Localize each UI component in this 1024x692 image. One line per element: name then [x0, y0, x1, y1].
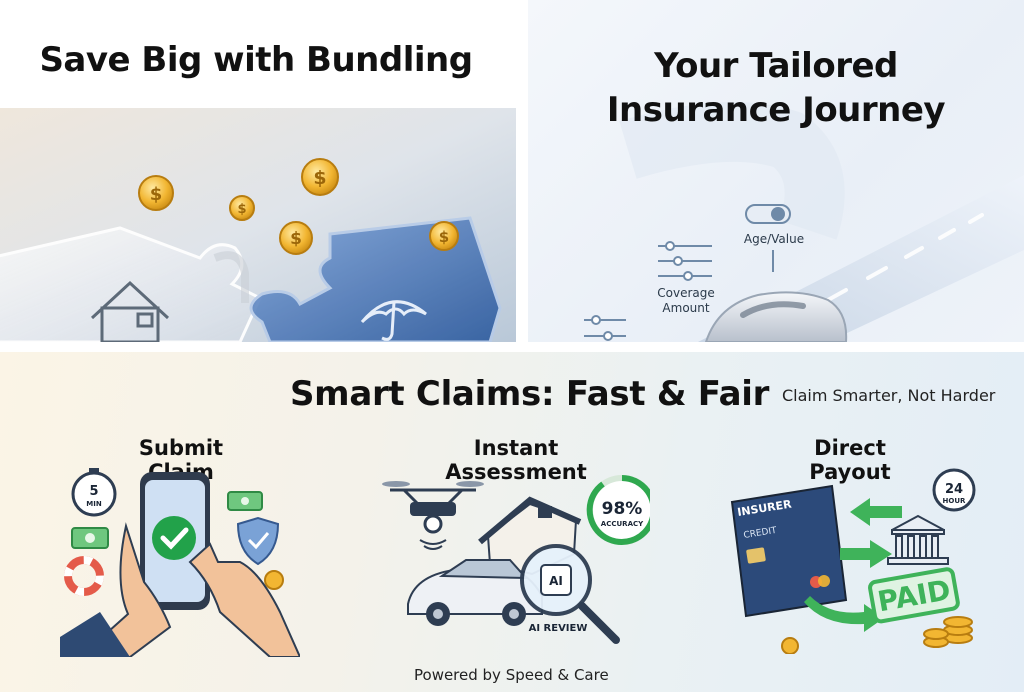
submit-claim-illustration: 5 MIN	[60, 468, 300, 657]
coin-icon	[264, 570, 284, 590]
svg-text:ACCURACY: ACCURACY	[601, 520, 644, 528]
accuracy-gauge: 98% ACCURACY	[586, 475, 650, 545]
journey-title-line1: Your Tailored	[654, 46, 898, 86]
credit-card-icon: INSURER CREDIT	[730, 484, 848, 618]
step-assess-title: Instant Assessment	[445, 436, 587, 484]
svg-text:$: $	[150, 184, 163, 205]
claims-tagline: Claim Smarter, Not Harder	[782, 386, 996, 405]
svg-text:98%: 98%	[602, 499, 643, 519]
drone-icon	[382, 481, 484, 550]
car-icon	[407, 559, 543, 626]
lifebuoy-icon	[64, 556, 104, 596]
sliders-icon	[584, 315, 626, 341]
coin: $	[138, 175, 174, 211]
coverage-label-line2: Amount	[662, 301, 710, 315]
step-payout-title: Direct Payout	[809, 436, 891, 484]
coin: $	[229, 195, 255, 221]
24-hour-badge: 24 HOUR	[932, 468, 976, 512]
bundling-illustration: $ $ $ $ $	[0, 108, 516, 342]
coverage-label-line1: Coverage	[657, 286, 715, 300]
assessment-illustration: 98% ACCURACY AI AI REVIEW	[382, 475, 650, 644]
ai-magnifier-icon: AI AI REVIEW	[520, 544, 620, 644]
bundling-title: Save Big with Bundling	[39, 40, 473, 80]
coin: $	[279, 221, 313, 255]
payout-illustration: INSURER CREDIT 24 HOUR PAID	[730, 468, 976, 654]
sliders-icon	[658, 241, 712, 281]
cash-icon	[71, 527, 109, 549]
claims-title: Smart Claims: Fast & Fair	[290, 374, 770, 414]
svg-text:MIN: MIN	[86, 500, 102, 508]
cash-icon	[227, 491, 263, 511]
umbrella-icon	[360, 300, 427, 341]
svg-text:24: 24	[945, 482, 963, 497]
svg-text:$: $	[439, 228, 449, 246]
paid-stamp: PAID	[868, 567, 960, 624]
journey-title: Your Tailored Insurance Journey	[528, 44, 1024, 132]
bank-icon	[887, 514, 949, 565]
bundling-panel: Save Big with Bundling	[0, 0, 516, 342]
svg-text:AI REVIEW: AI REVIEW	[529, 623, 588, 634]
svg-text:HOUR: HOUR	[943, 497, 966, 505]
journey-illustration	[584, 102, 1024, 342]
phone-icon	[140, 472, 210, 610]
journey-title-line2: Insurance Journey	[606, 90, 946, 130]
svg-text:5: 5	[89, 484, 98, 499]
journey-panel: Your Tailored Insurance Journey Age/Valu…	[528, 0, 1024, 342]
timer-icon: 5 MIN	[71, 468, 117, 517]
car-icon	[704, 291, 848, 342]
svg-text:$: $	[313, 167, 326, 189]
house-icon	[90, 280, 170, 342]
age-value-label: Age/Value	[743, 232, 805, 246]
claims-panel: Smart Claims: Fast & Fair Claim Smarter,…	[0, 352, 1024, 692]
svg-text:AI: AI	[549, 574, 563, 588]
svg-text:$: $	[290, 229, 302, 249]
coin: $	[301, 158, 339, 196]
transfer-arrows-icon	[804, 498, 902, 632]
claims-footer: Powered by Speed & Care	[414, 666, 609, 684]
coin-stack-icon	[781, 616, 973, 654]
shield-icon	[236, 516, 280, 566]
toggle-icon	[745, 204, 791, 272]
svg-text:$: $	[237, 202, 246, 217]
hand-icon	[60, 522, 300, 657]
coin: $	[429, 221, 459, 251]
coverage-amount-label: Coverage Amount	[646, 286, 726, 316]
